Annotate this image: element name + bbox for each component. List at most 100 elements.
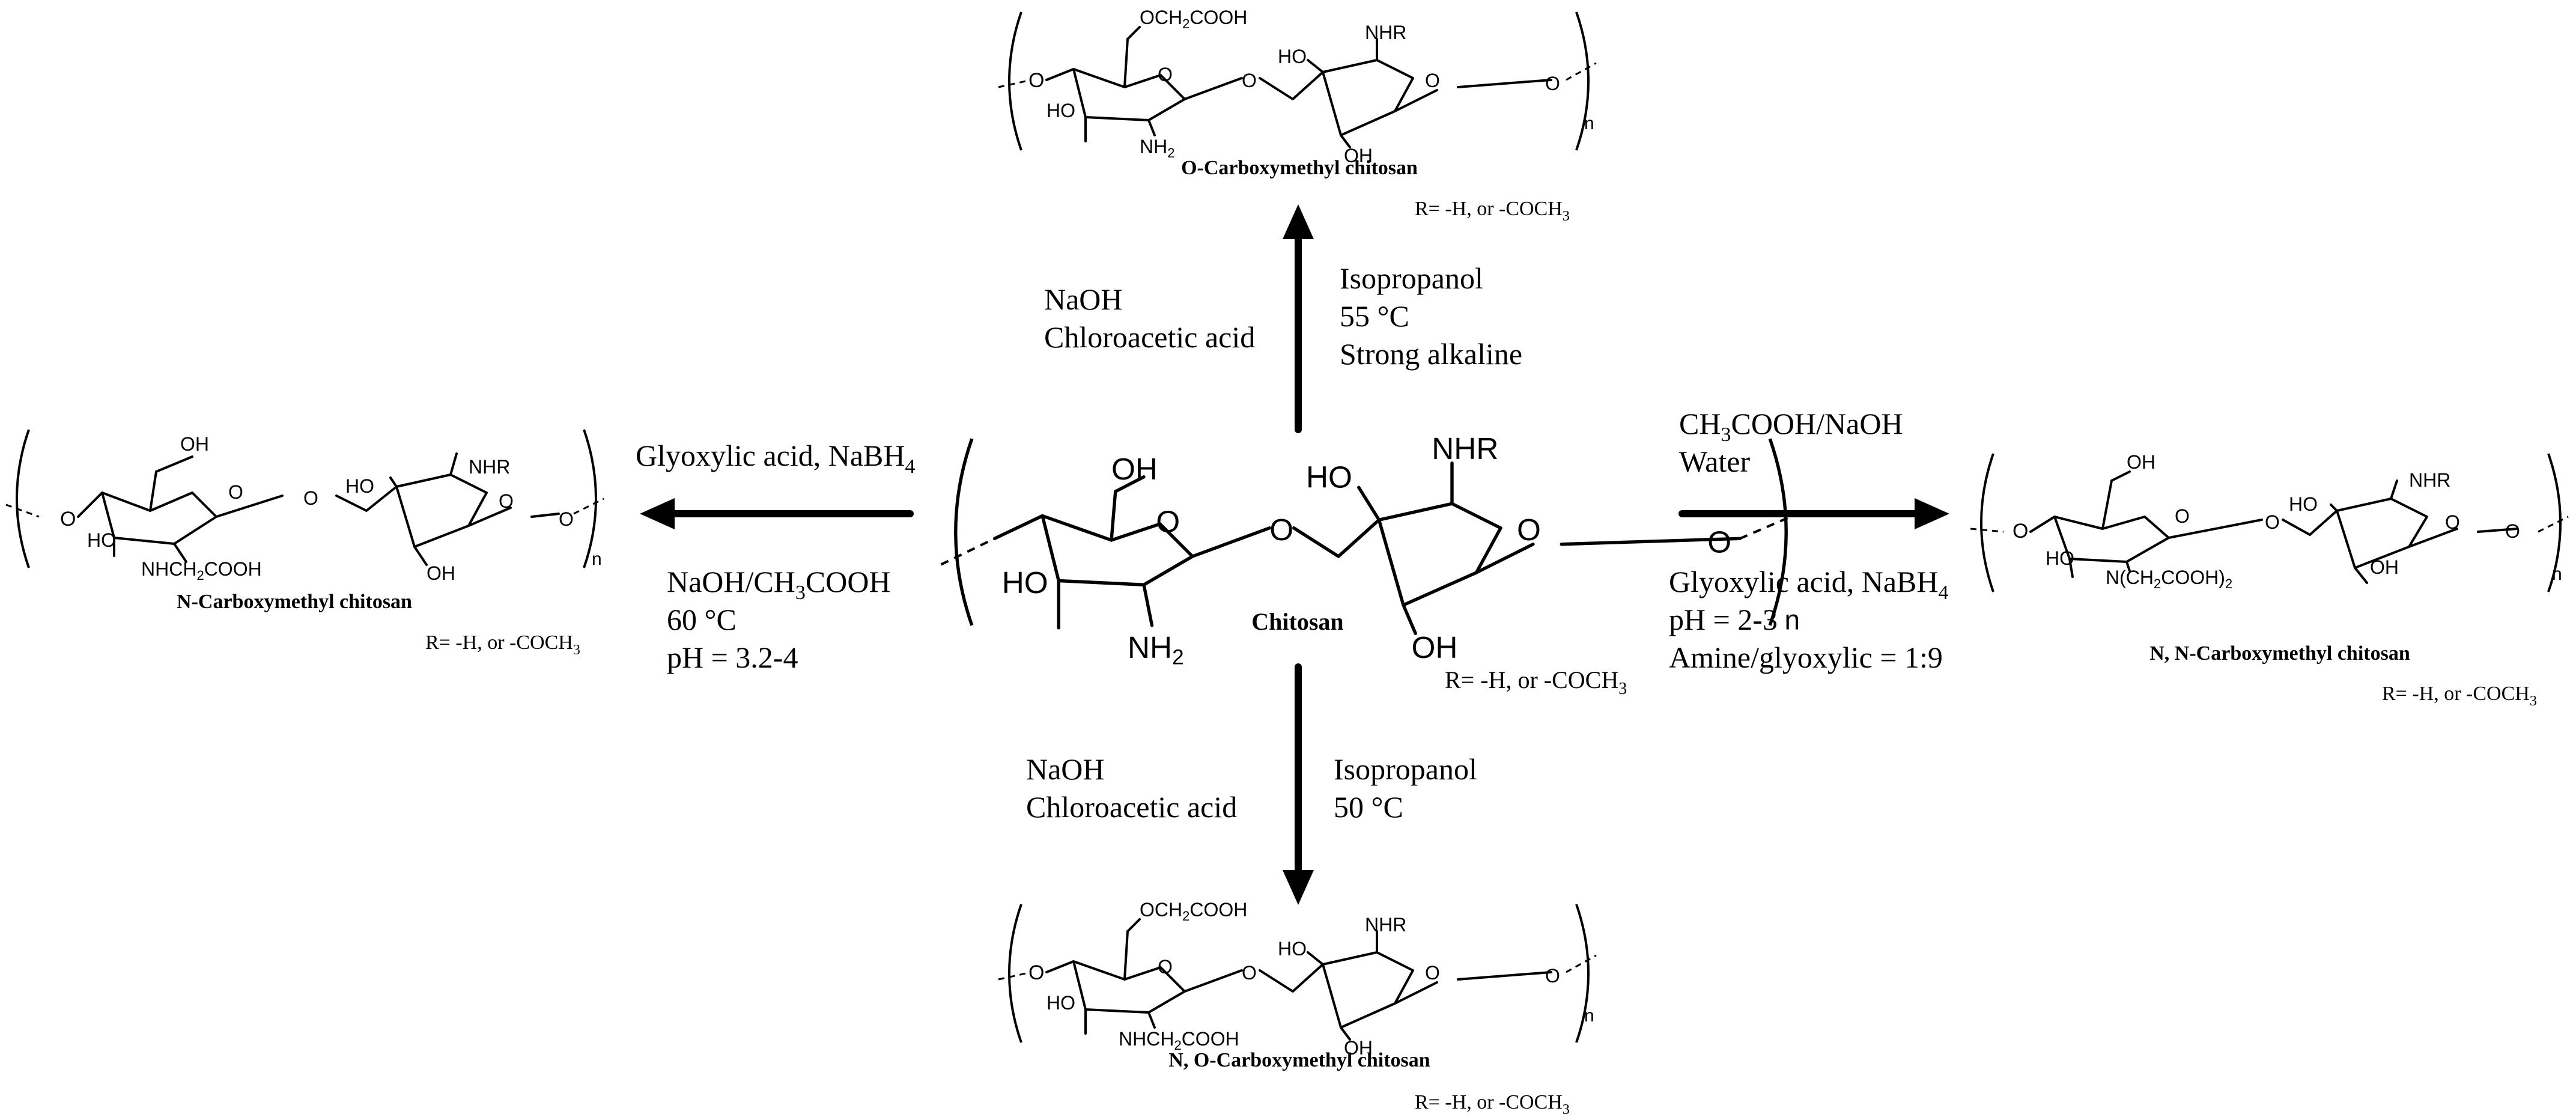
label-ho: HO — [1046, 992, 1075, 1014]
label-ring-o2: O — [2445, 511, 2460, 533]
cond-up-right-3: Strong alkaline — [1340, 337, 1522, 371]
label-nhr: NHR — [469, 456, 510, 478]
label-start-o: O — [60, 508, 76, 531]
label-oh: OH — [180, 433, 209, 455]
cond-up-right-1: Isopropanol — [1340, 261, 1483, 295]
label-end-o: O — [2505, 520, 2520, 542]
label-n: n — [1584, 114, 1594, 133]
label-oh2: OH — [1412, 630, 1458, 665]
label-n: n — [1584, 1006, 1594, 1026]
cond-right-top-1: CH3COOH/NaOH — [1679, 407, 1903, 446]
o-cm-r-note: R= -H, or -COCH3 — [1415, 198, 1570, 224]
label-nhch2cooh: NHCH2COOH — [141, 558, 262, 583]
label-oh2: OH — [1344, 1037, 1373, 1059]
cond-down-right-1: Isopropanol — [1334, 752, 1477, 786]
cond-left-top: Glyoxylic acid, NaBH4 — [636, 439, 916, 478]
label-link-o: O — [1269, 513, 1293, 547]
cond-right-bottom-1: Glyoxylic acid, NaBH4 — [1669, 565, 1949, 604]
label-end-o: O — [1545, 965, 1560, 987]
label-ho2: HO — [1278, 46, 1307, 67]
label-nhr: NHR — [1365, 914, 1406, 936]
label-nhr: NHR — [1365, 22, 1406, 43]
label-ho2: HO — [2289, 493, 2318, 515]
chitosan-r-note: R= -H, or -COCH3 — [1445, 666, 1627, 698]
label-oh2: OH — [427, 562, 455, 584]
label-ring-o: O — [228, 481, 243, 503]
label-ho: HO — [1002, 565, 1048, 600]
label-n: n — [2552, 564, 2562, 584]
cond-left-bottom-1: NaOH/CH3COOH — [667, 565, 891, 604]
label-ring-o2: O — [1517, 513, 1541, 547]
o-cm-structure: O OCH2COOH O HO NH2 O HO NHR O OH O n — [998, 7, 1597, 166]
cond-down-right-2: 50 °C — [1334, 790, 1403, 824]
label-nh2: NH2 — [1128, 630, 1184, 669]
label-ring-o2: O — [1425, 70, 1440, 91]
no-cm-structure: O OCH2COOH O HO NHCH2COOH O HO NHR O OH … — [998, 899, 1597, 1059]
cond-right-bottom-2: pH = 2-3 — [1669, 603, 1778, 636]
label-ring-o2: O — [1425, 962, 1440, 984]
label-n: n — [592, 549, 602, 569]
cond-up-right-2: 55 °C — [1340, 299, 1409, 333]
label-end-o: O — [559, 508, 574, 530]
cond-down-left-1: NaOH — [1026, 752, 1105, 786]
n-cm-r-note: R= -H, or -COCH3 — [425, 632, 580, 658]
cond-right-top-2: Water — [1679, 445, 1750, 478]
conditions-up-left: NaOH Chloroacetic acid — [1044, 282, 1255, 354]
n-cm-name: N-Carboxymethyl chitosan — [177, 591, 412, 613]
label-nch2cooh2: N(CH2COOH)2 — [2106, 567, 2232, 591]
nn-cm-r-note: R= -H, or -COCH3 — [2382, 683, 2537, 709]
label-oh: OH — [2127, 451, 2155, 473]
label-ho: HO — [1046, 100, 1075, 121]
conditions-right: CH3COOH/NaOH Water Glyoxylic acid, NaBH4… — [1669, 407, 1949, 674]
cond-up-left-1: NaOH — [1044, 282, 1123, 316]
n-cm-structure: O OH O HO NHCH2COOH O HO NHR O OH O n — [5, 429, 604, 584]
label-oh2: OH — [1344, 145, 1373, 166]
label-n: n — [1785, 604, 1800, 636]
label-link-o: O — [303, 487, 318, 509]
label-nhr: NHR — [1432, 431, 1498, 466]
arrow-left — [640, 498, 914, 529]
label-link-o: O — [2265, 511, 2280, 533]
label-ring-o: O — [2175, 505, 2190, 527]
label-ring-o2: O — [499, 490, 514, 512]
nn-cm-name: N, N-Carboxymethyl chitosan — [2149, 642, 2410, 665]
label-nhr: NHR — [2409, 469, 2450, 491]
label-start-o: O — [1028, 69, 1044, 92]
cond-left-bottom-2: 60 °C — [667, 603, 737, 636]
no-cm-name: N, O-Carboxymethyl chitosan — [1168, 1049, 1430, 1071]
cond-down-left-2: Chloroacetic acid — [1026, 790, 1237, 824]
label-ho2: HO — [345, 475, 374, 497]
chitosan-structure: OH O HO NH2 O HO NHR O OH O n — [940, 431, 1800, 669]
chitosan-name: Chitosan — [1251, 608, 1343, 635]
label-ho: HO — [87, 529, 116, 551]
arrow-down — [1283, 663, 1314, 905]
arrow-up — [1283, 204, 1314, 433]
conditions-down-left: NaOH Chloroacetic acid — [1026, 752, 1237, 824]
label-oh2: OH — [2370, 556, 2399, 578]
label-ring-o: O — [1156, 505, 1180, 539]
label-nh2: NH2 — [1140, 136, 1174, 160]
label-link-o: O — [1242, 962, 1257, 984]
label-ho: HO — [2046, 547, 2074, 569]
label-end-o: O — [1707, 525, 1731, 559]
nn-cm-structure: O OH O HO N(CH2COOH)2 O HO NHR O OH O n — [1970, 451, 2569, 592]
label-ho2: HO — [1278, 938, 1307, 960]
label-nhch2cooh: NHCH2COOH — [1119, 1028, 1239, 1053]
label-och2cooh: OCH2COOH — [1140, 7, 1247, 31]
label-end-o: O — [1545, 73, 1560, 94]
cond-left-bottom-3: pH = 3.2-4 — [667, 641, 798, 674]
label-link-o: O — [1242, 70, 1257, 91]
cond-right-bottom-3: Amine/glyoxylic = 1:9 — [1669, 641, 1943, 674]
label-och2cooh: OCH2COOH — [1140, 899, 1247, 924]
conditions-up-right: Isopropanol 55 °C Strong alkaline — [1340, 261, 1522, 371]
label-ho2: HO — [1306, 460, 1352, 494]
cond-up-left-2: Chloroacetic acid — [1044, 320, 1255, 354]
arrow-right — [1678, 498, 1949, 529]
label-oh: OH — [1111, 452, 1158, 486]
conditions-left: Glyoxylic acid, NaBH4 NaOH/CH3COOH 60 °C… — [636, 439, 916, 674]
label-start-o: O — [2012, 520, 2028, 543]
conditions-down-right: Isopropanol 50 °C — [1334, 752, 1477, 824]
no-cm-r-note: R= -H, or -COCH3 — [1415, 1091, 1570, 1118]
o-cm-name: O-Carboxymethyl chitosan — [1181, 157, 1418, 179]
